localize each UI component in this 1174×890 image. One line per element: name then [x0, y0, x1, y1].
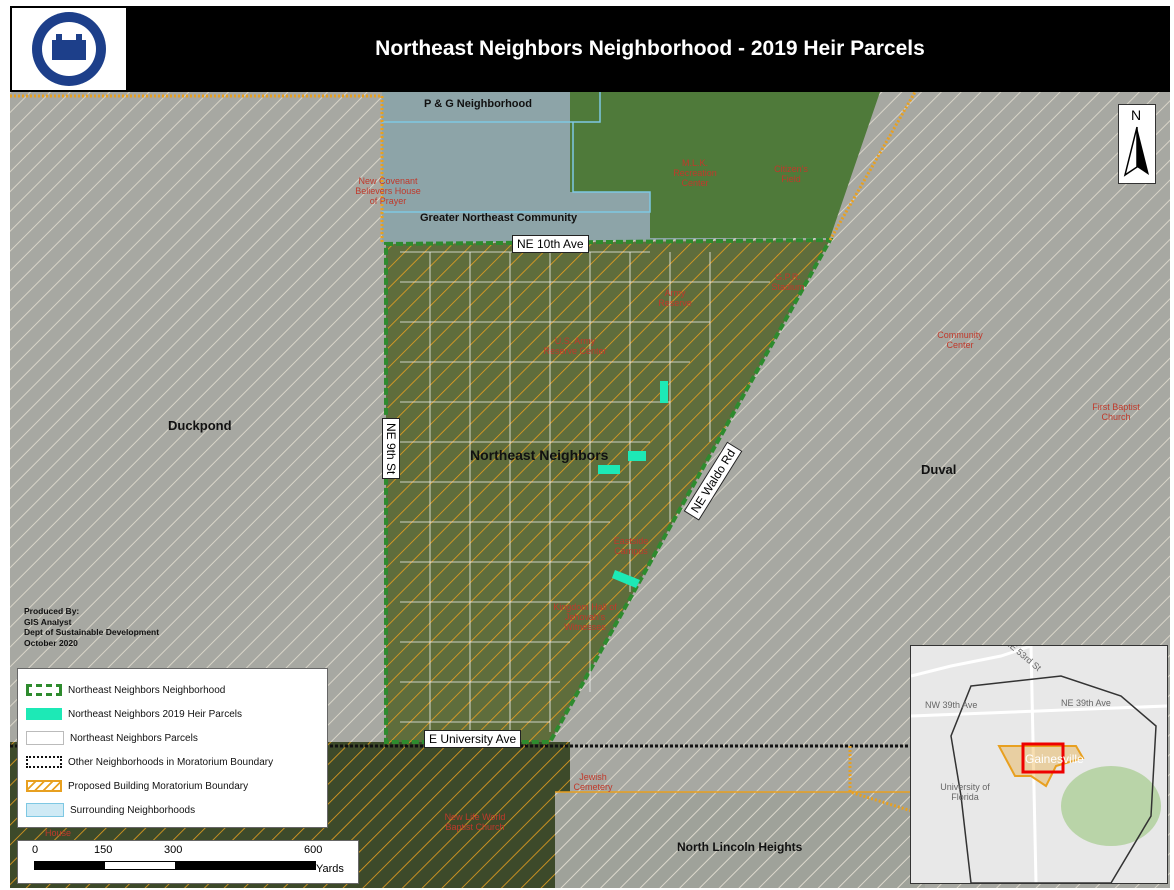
scale-tick: 300 [164, 844, 183, 856]
label-duval: Duval [921, 462, 957, 477]
label-northeast-neighbors: Northeast Neighbors [470, 447, 609, 463]
poi-army-reserve: Army Reserve [658, 288, 692, 308]
park-area [570, 92, 880, 238]
poi-new-covenant: New Covenant Believers House of Prayer [355, 176, 421, 206]
legend-swatch-neighborhood [26, 684, 62, 696]
poi-church-right: First Baptist Church [1092, 402, 1140, 422]
city-seal-logo [12, 8, 126, 90]
legend-item-neighborhood: Northeast Neighbors Neighborhood [26, 681, 225, 699]
credit-line: Dept of Sustainable Development [24, 627, 160, 637]
road-ne-9th-st: NE 9th St [382, 418, 400, 480]
legend-label: Northeast Neighbors Neighborhood [68, 684, 226, 696]
credit-line: October 2020 [24, 637, 78, 648]
heir-parcel [628, 451, 646, 461]
legend-item-surrounding: Surrounding Neighborhoods [26, 801, 195, 819]
north-label: N [1131, 107, 1142, 123]
road-e-university-ave: E University Ave [424, 730, 522, 748]
poi-army-reserve-center: U.S. Army Reserve Center [543, 336, 607, 356]
legend-label: Proposed Building Moratorium Boundary [68, 780, 249, 792]
legend-swatch-other [26, 756, 62, 768]
poi-new-life-church: New Life World Baptist Church [444, 812, 506, 832]
poi-kingdom-hall: Kingdom Hall of Jehovah's Witnesses [553, 602, 617, 632]
map-credit: Produced By: GIS Analyst Dept of Sustain… [24, 606, 159, 648]
label-pg-neighborhood: P & G Neighborhood [424, 98, 532, 110]
inset-street-label: NW 39th Ave [925, 700, 978, 710]
road-ne-10th-ave: NE 10th Ave [512, 235, 589, 253]
northeast-neighbors-boundary [384, 237, 834, 744]
poi-citizens-field: Citizen's Field [774, 164, 808, 184]
north-arrow: N [1118, 104, 1156, 184]
legend-swatch-moratorium [26, 780, 62, 792]
credit-line: GIS Analyst [24, 616, 72, 627]
label-north-lincoln-heights: North Lincoln Heights [677, 840, 803, 854]
north-lincoln-heights-area [555, 792, 925, 888]
legend-label: Other Neighborhoods in Moratorium Bounda… [68, 756, 274, 768]
label-duckpond: Duckpond [168, 418, 232, 433]
legend-item-moratorium: Proposed Building Moratorium Boundary [26, 777, 248, 795]
poi-mlk-center: M.L.K. Recreation Center [673, 158, 717, 188]
poi-jewish-cemetery: Jewish Cemetery [573, 772, 613, 792]
credit-line: Produced By: [24, 606, 80, 616]
scale-tick: 150 [94, 844, 113, 856]
scale-graphic [34, 861, 316, 870]
title-bar [10, 6, 1170, 92]
inset-city-label: Gainesville [1025, 752, 1084, 766]
northeast-neighbors-area [386, 240, 830, 742]
heir-parcel [598, 465, 620, 474]
scale-unit: Yards [316, 863, 344, 875]
legend-item-other: Other Neighborhoods in Moratorium Bounda… [26, 753, 273, 771]
scale-tick: 600 [304, 844, 323, 856]
inset-street-label: NE 39th Ave [1061, 698, 1111, 708]
legend-swatch-parcels [26, 731, 64, 745]
legend-swatch-surrounding [26, 803, 64, 817]
legend-label: Northeast Neighbors 2019 Heir Parcels [68, 708, 242, 720]
poi-community-center: Community Center [937, 330, 983, 350]
map-title: Northeast Neighbors Neighborhood - 2019 … [375, 37, 925, 60]
legend-item-heir: Northeast Neighbors 2019 Heir Parcels [26, 705, 242, 723]
scale-tick: 0 [32, 844, 39, 856]
legend-swatch-heir [26, 708, 62, 720]
poi-house: House [44, 828, 71, 838]
legend-label: Surrounding Neighborhoods [70, 804, 196, 816]
heir-parcel [612, 570, 640, 588]
poi-gpr-stadium: G.P.R. Stadium [771, 272, 805, 292]
poi-eastside-campus: Eastside Campus [613, 536, 649, 556]
label-greater-northeast: Greater Northeast Community [420, 212, 578, 224]
locator-inset-map: NE 53rd St NW 39th Ave NE 39th Ave Gaine… [910, 645, 1168, 884]
heir-parcel [660, 381, 668, 403]
legend-label: Northeast Neighbors Parcels [70, 732, 198, 744]
legend-item-parcels: Northeast Neighbors Parcels [26, 729, 198, 747]
scale-bar: 0 150 300 600 Yards [17, 840, 359, 884]
map-legend: Northeast Neighbors Neighborhood Northea… [17, 668, 328, 828]
parcel-grid [400, 251, 770, 732]
inset-uf-label: University of Florida [940, 782, 990, 802]
